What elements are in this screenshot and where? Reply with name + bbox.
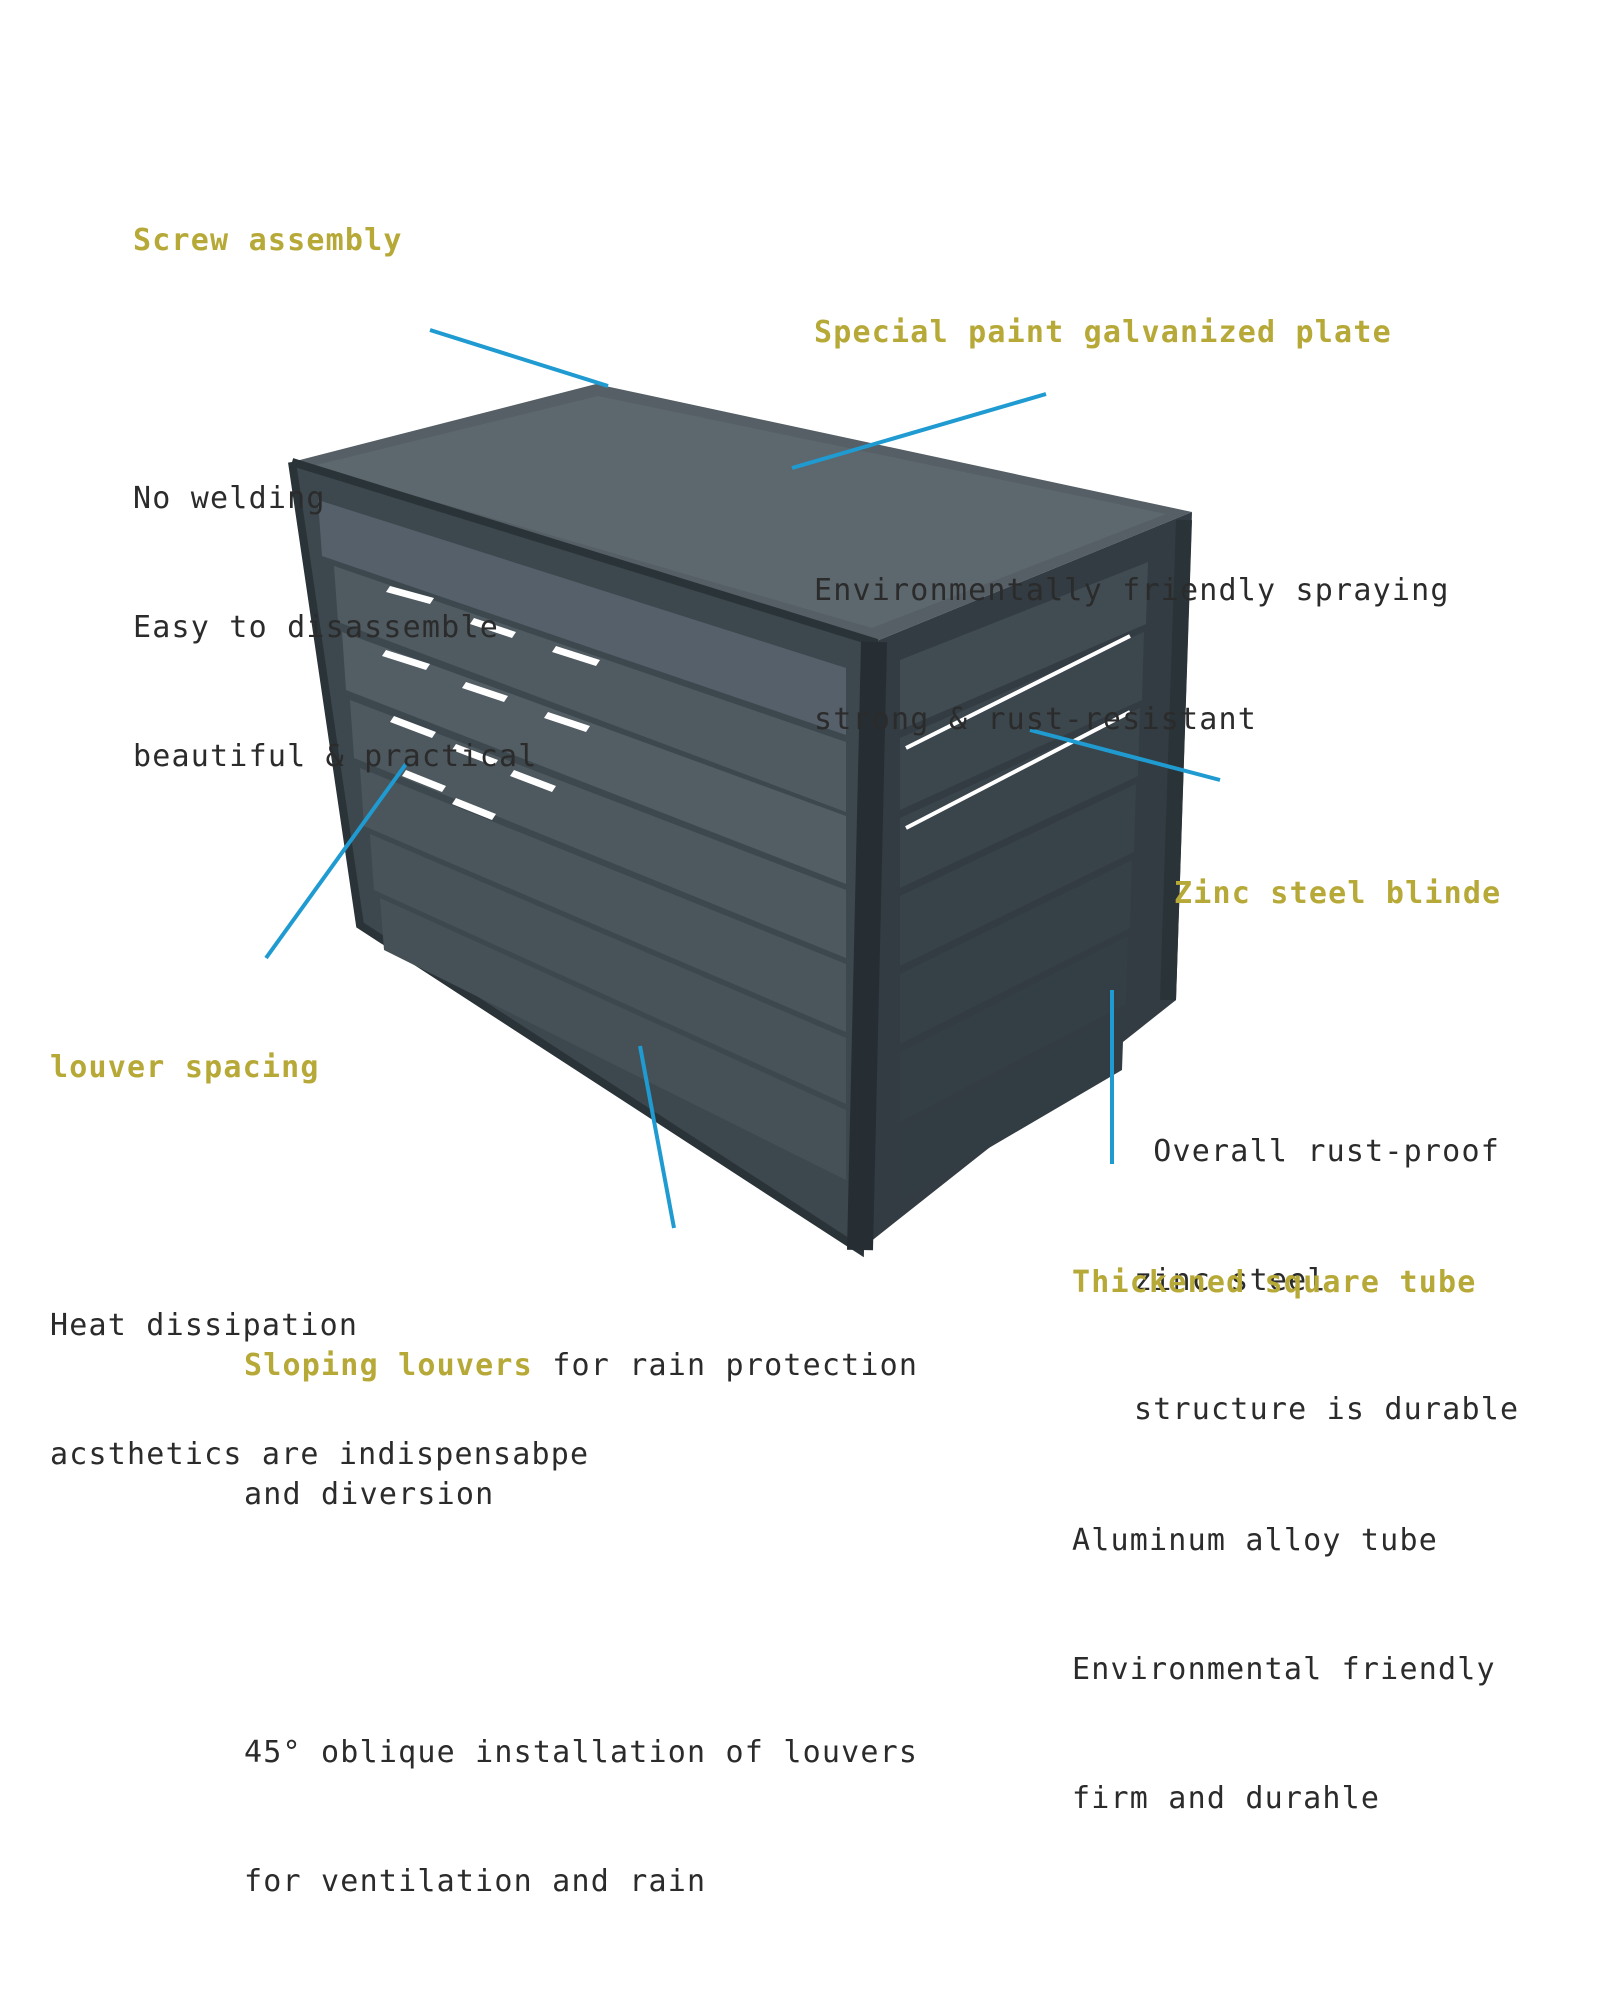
diagram-canvas: Screw assembly No welding Easy to disass… xyxy=(50,133,1519,1899)
heading-screw-assembly: Screw assembly xyxy=(133,223,403,258)
corner-square-tube xyxy=(847,641,887,1251)
leader-screw xyxy=(429,328,609,388)
sloping-line-4: for ventilation and rain xyxy=(244,1864,707,1899)
zinc-line-2: zinc steel xyxy=(1134,1263,1327,1298)
zinc-line-1: Overall rust-proof xyxy=(1134,1134,1500,1169)
heading-louver-spacing: louver spacing xyxy=(50,1050,320,1085)
side-louvers xyxy=(900,562,1148,1200)
louver-line-2: acsthetics are indispensabpe xyxy=(50,1437,590,1472)
front-louvers xyxy=(318,500,846,1180)
zinc-line-3: structure is durable xyxy=(1134,1392,1520,1427)
paint-line-2: strong & rust-resistant xyxy=(814,702,1258,737)
sloping-line-1: Sloping louvers for rain protection xyxy=(244,1344,918,1387)
louver-line-1: Heat dissipation xyxy=(50,1308,359,1343)
spacer xyxy=(1134,1001,1519,1044)
sloping-line-3: 45° oblique installation of louvers xyxy=(244,1735,919,1770)
spacer xyxy=(133,348,538,391)
leader-lines xyxy=(264,328,1221,1229)
spacer xyxy=(1072,1390,1496,1433)
leader-louver-spacing xyxy=(264,762,408,960)
screw-line-3: beautiful & practical xyxy=(133,739,538,774)
callout-paint-plate: Special paint galvanized plate Environme… xyxy=(814,225,1450,827)
paint-line-1: Environmentally friendly spraying xyxy=(814,573,1450,608)
spacer xyxy=(50,1175,589,1218)
ac-cabinet-illustration xyxy=(264,328,1221,1258)
cabinet-top-inset xyxy=(312,396,1166,628)
heading-square-tube: Thickened square tube xyxy=(1072,1265,1477,1300)
screw-line-1: No welding xyxy=(133,481,326,516)
leader-zinc xyxy=(1029,728,1221,782)
heading-sloping-louvers: Sloping louvers xyxy=(244,1348,533,1383)
callout-louver-spacing: louver spacing Heat dissipation acstheti… xyxy=(50,960,589,1562)
callout-square-tube: Thickened square tube Aluminum alloy tub… xyxy=(1072,1175,1496,1906)
heading-zinc-steel: Zinc steel blinde xyxy=(1174,876,1502,911)
callout-zinc-steel: Zinc steel blinde Overall rust-proof zin… xyxy=(1134,786,1519,1517)
callout-sloping-louvers: Sloping louvers for rain protection and … xyxy=(244,1258,918,1989)
heading-paint-plate: Special paint galvanized plate xyxy=(814,315,1392,350)
leader-sloping xyxy=(638,1045,676,1229)
tube-line-3: firm and durahle xyxy=(1072,1781,1381,1816)
screw-line-2: Easy to disassemble xyxy=(133,610,499,645)
spacer xyxy=(244,1602,918,1645)
side-louver-gaps xyxy=(905,634,1131,830)
callout-screw-assembly: Screw assembly No welding Easy to disass… xyxy=(133,133,538,864)
tube-line-2: Environmental friendly xyxy=(1072,1652,1496,1687)
leader-paint xyxy=(791,392,1047,470)
side-rear-tube xyxy=(1160,519,1192,1001)
sloping-line-2: and diversion xyxy=(244,1477,495,1512)
sloping-heading-rest: for rain protection xyxy=(532,1348,919,1383)
spacer xyxy=(814,440,1450,483)
tube-line-1: Aluminum alloy tube xyxy=(1072,1523,1438,1558)
front-louver-gaps xyxy=(382,586,600,820)
